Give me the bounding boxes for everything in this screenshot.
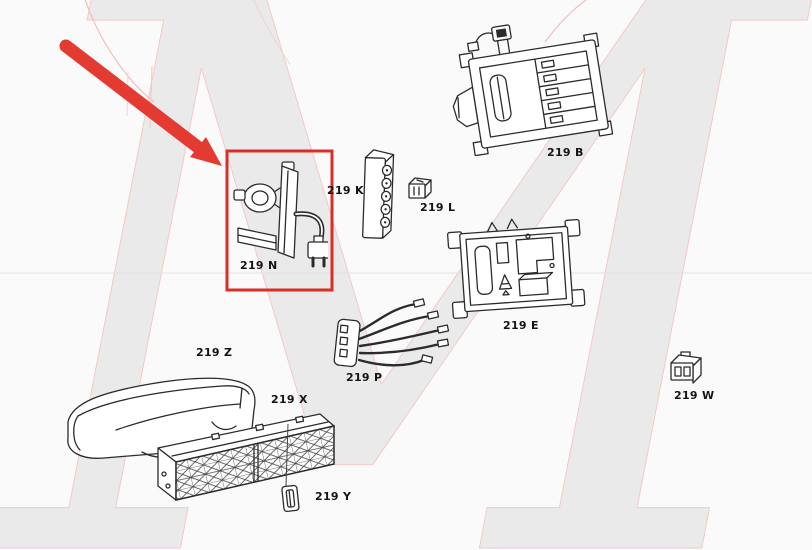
part-219k[interactable] (352, 146, 400, 250)
part-219e[interactable] (444, 206, 588, 328)
part-219w-drawing (670, 351, 702, 384)
part-label-219l[interactable]: 219 L (420, 201, 456, 214)
part-label-219x[interactable]: 219 X (271, 393, 308, 406)
part-label-219p[interactable]: 219 P (346, 371, 383, 384)
part-label-219y[interactable]: 219 Y (315, 490, 352, 503)
part-219p[interactable] (328, 294, 464, 380)
part-219x-drawing (157, 413, 335, 501)
part-219b-drawing (452, 24, 614, 157)
part-label-219w[interactable]: 219 W (674, 389, 715, 402)
part-label-219n[interactable]: 219 N (240, 259, 278, 272)
part-label-219z[interactable]: 219 Z (196, 346, 233, 359)
part-219l-drawing (408, 177, 432, 199)
watermark-outline-fragment (544, 0, 588, 43)
part-label-219e[interactable]: 219 E (503, 319, 539, 332)
part-219e-drawing (446, 218, 586, 320)
part-219l[interactable] (404, 175, 436, 203)
part-219n[interactable] (232, 160, 331, 272)
part-219k-drawing (362, 149, 395, 239)
part-label-219k[interactable]: 219 K (327, 184, 364, 197)
watermark-outline-fragment (253, 0, 291, 65)
part-219x[interactable] (128, 404, 344, 520)
part-219y-drawing (281, 484, 300, 513)
part-label-219b[interactable]: 219 B (547, 146, 584, 159)
part-219n-drawing (233, 161, 331, 268)
part-219p-drawing (333, 298, 450, 368)
part-219y[interactable] (276, 482, 304, 516)
part-219w[interactable] (664, 350, 710, 388)
part-219b[interactable] (446, 20, 618, 157)
